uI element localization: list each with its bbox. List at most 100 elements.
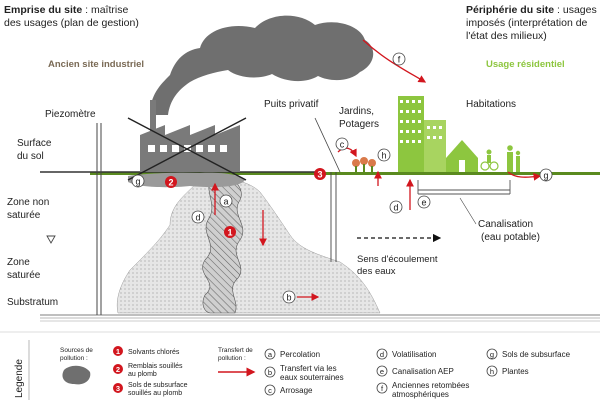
label-surface-line1: Surface	[17, 138, 52, 149]
factory-icon	[140, 100, 240, 172]
label-sens-line2: des eaux	[357, 266, 396, 277]
marker-f: f	[392, 52, 406, 66]
pollution-plume-dotted	[116, 178, 381, 314]
svg-text:au plomb: au plomb	[128, 371, 157, 378]
svg-text:1: 1	[116, 347, 120, 356]
svg-text:c: c	[340, 140, 345, 150]
legend-item-g: g Sols de subsurface	[486, 348, 571, 360]
label-zone-sat-line2: saturée	[7, 270, 41, 281]
factory-cross-line2	[127, 117, 247, 181]
svg-text:2: 2	[116, 365, 120, 374]
marker-a: a	[219, 194, 233, 208]
legend-item-a: a Percolation	[264, 348, 320, 360]
svg-text:Remblais souillés: Remblais souillés	[128, 363, 183, 370]
water-table-icon	[46, 235, 56, 244]
legend-item-1: 1 Solvants chlorés	[113, 346, 180, 356]
svg-text:f: f	[398, 55, 401, 65]
svg-text:f: f	[381, 384, 384, 393]
header-right-line3: l'état des milieux)	[466, 30, 547, 42]
people-icons	[480, 145, 521, 172]
marker-g-residential: g	[539, 168, 553, 182]
water-pipe	[417, 180, 511, 195]
svg-text:d: d	[195, 213, 200, 223]
svg-text:a: a	[223, 197, 228, 207]
svg-text:3: 3	[317, 170, 322, 180]
svg-text:d: d	[393, 203, 398, 213]
legend-transfer-line1: Transfert de	[218, 347, 253, 354]
label-puits: Puits privatif	[264, 99, 319, 110]
svg-text:e: e	[421, 198, 426, 208]
residential-buildings	[398, 96, 478, 172]
label-substratum: Substratum	[7, 297, 58, 308]
header-right-line1: Périphérie du site : usages	[466, 4, 597, 16]
legend-source-swatch	[62, 365, 91, 385]
label-jardins-line1: Jardins,	[339, 106, 374, 117]
svg-text:b: b	[268, 368, 272, 377]
label-surface-line2: du sol	[17, 151, 44, 162]
svg-text:g: g	[543, 171, 548, 181]
label-habitations: Habitations	[466, 99, 516, 110]
header-right-line2: imposés (interprétation de	[466, 17, 588, 29]
smoke-cloud	[150, 15, 374, 115]
marker-c: c	[335, 137, 349, 151]
label-zone-non-line2: saturée	[7, 210, 41, 221]
svg-text:h: h	[381, 151, 386, 161]
source-marker-1: 1	[224, 226, 236, 238]
label-jardins-line2: Potagers	[339, 119, 379, 130]
label-piezometre: Piezomètre	[45, 109, 96, 120]
svg-text:atmosphériques: atmosphériques	[392, 390, 449, 399]
polluted-soil-surface	[128, 172, 245, 188]
marker-h: h	[377, 148, 391, 162]
svg-text:1: 1	[227, 228, 232, 238]
header-left-line2: des usages (plan de gestion)	[4, 17, 139, 29]
source-marker-3: 3	[314, 168, 326, 180]
private-well	[314, 117, 341, 262]
svg-text:g: g	[490, 350, 494, 359]
label-zone-sat-line1: Zone	[7, 257, 30, 268]
svg-text:souillés au plomb: souillés au plomb	[128, 390, 182, 397]
legend-sources-line1: Sources de	[60, 347, 93, 354]
svg-text:Anciennes retombées: Anciennes retombées	[392, 381, 469, 390]
legend-sources-line2: pollution :	[60, 355, 88, 362]
garden-plants	[352, 157, 376, 172]
svg-text:Arrosage: Arrosage	[280, 386, 313, 395]
marker-g-industrial: g	[131, 174, 145, 188]
svg-text:Solvants chlorés: Solvants chlorés	[128, 349, 180, 356]
ground-green-strip	[90, 172, 600, 175]
svg-text:a: a	[268, 350, 273, 359]
svg-text:e: e	[380, 367, 384, 376]
svg-text:eaux souterraines: eaux souterraines	[280, 373, 344, 382]
transfer-arrows	[211, 39, 542, 301]
svg-text:b: b	[286, 293, 291, 303]
svg-text:g: g	[135, 177, 140, 187]
legend-item-e: e Canalisation AEP	[376, 365, 454, 377]
svg-text:3: 3	[116, 384, 120, 393]
piezometer	[96, 123, 102, 315]
svg-text:Percolation: Percolation	[280, 350, 320, 359]
marker-d-residential: d	[389, 200, 403, 214]
label-sens-line1: Sens d'écoulement	[357, 254, 438, 265]
zone-residential-label: Usage résidentiel	[486, 59, 565, 70]
label-canal-line2: (eau potable)	[481, 232, 540, 243]
svg-text:Canalisation AEP: Canalisation AEP	[392, 367, 454, 376]
source-marker-2: 2	[165, 176, 177, 188]
marker-d-industrial: d	[191, 210, 205, 224]
legend-transfer-line2: pollution :	[218, 355, 246, 362]
svg-text:h: h	[490, 367, 494, 376]
svg-text:Sols de subsurface: Sols de subsurface	[502, 350, 571, 359]
marker-b: b	[282, 290, 296, 304]
svg-text:2: 2	[168, 178, 173, 188]
label-canal-line1: Canalisation	[478, 219, 533, 230]
solvent-core-hatched	[202, 177, 244, 314]
label-zone-non-line1: Zone non	[7, 197, 49, 208]
marker-e: e	[417, 195, 431, 209]
